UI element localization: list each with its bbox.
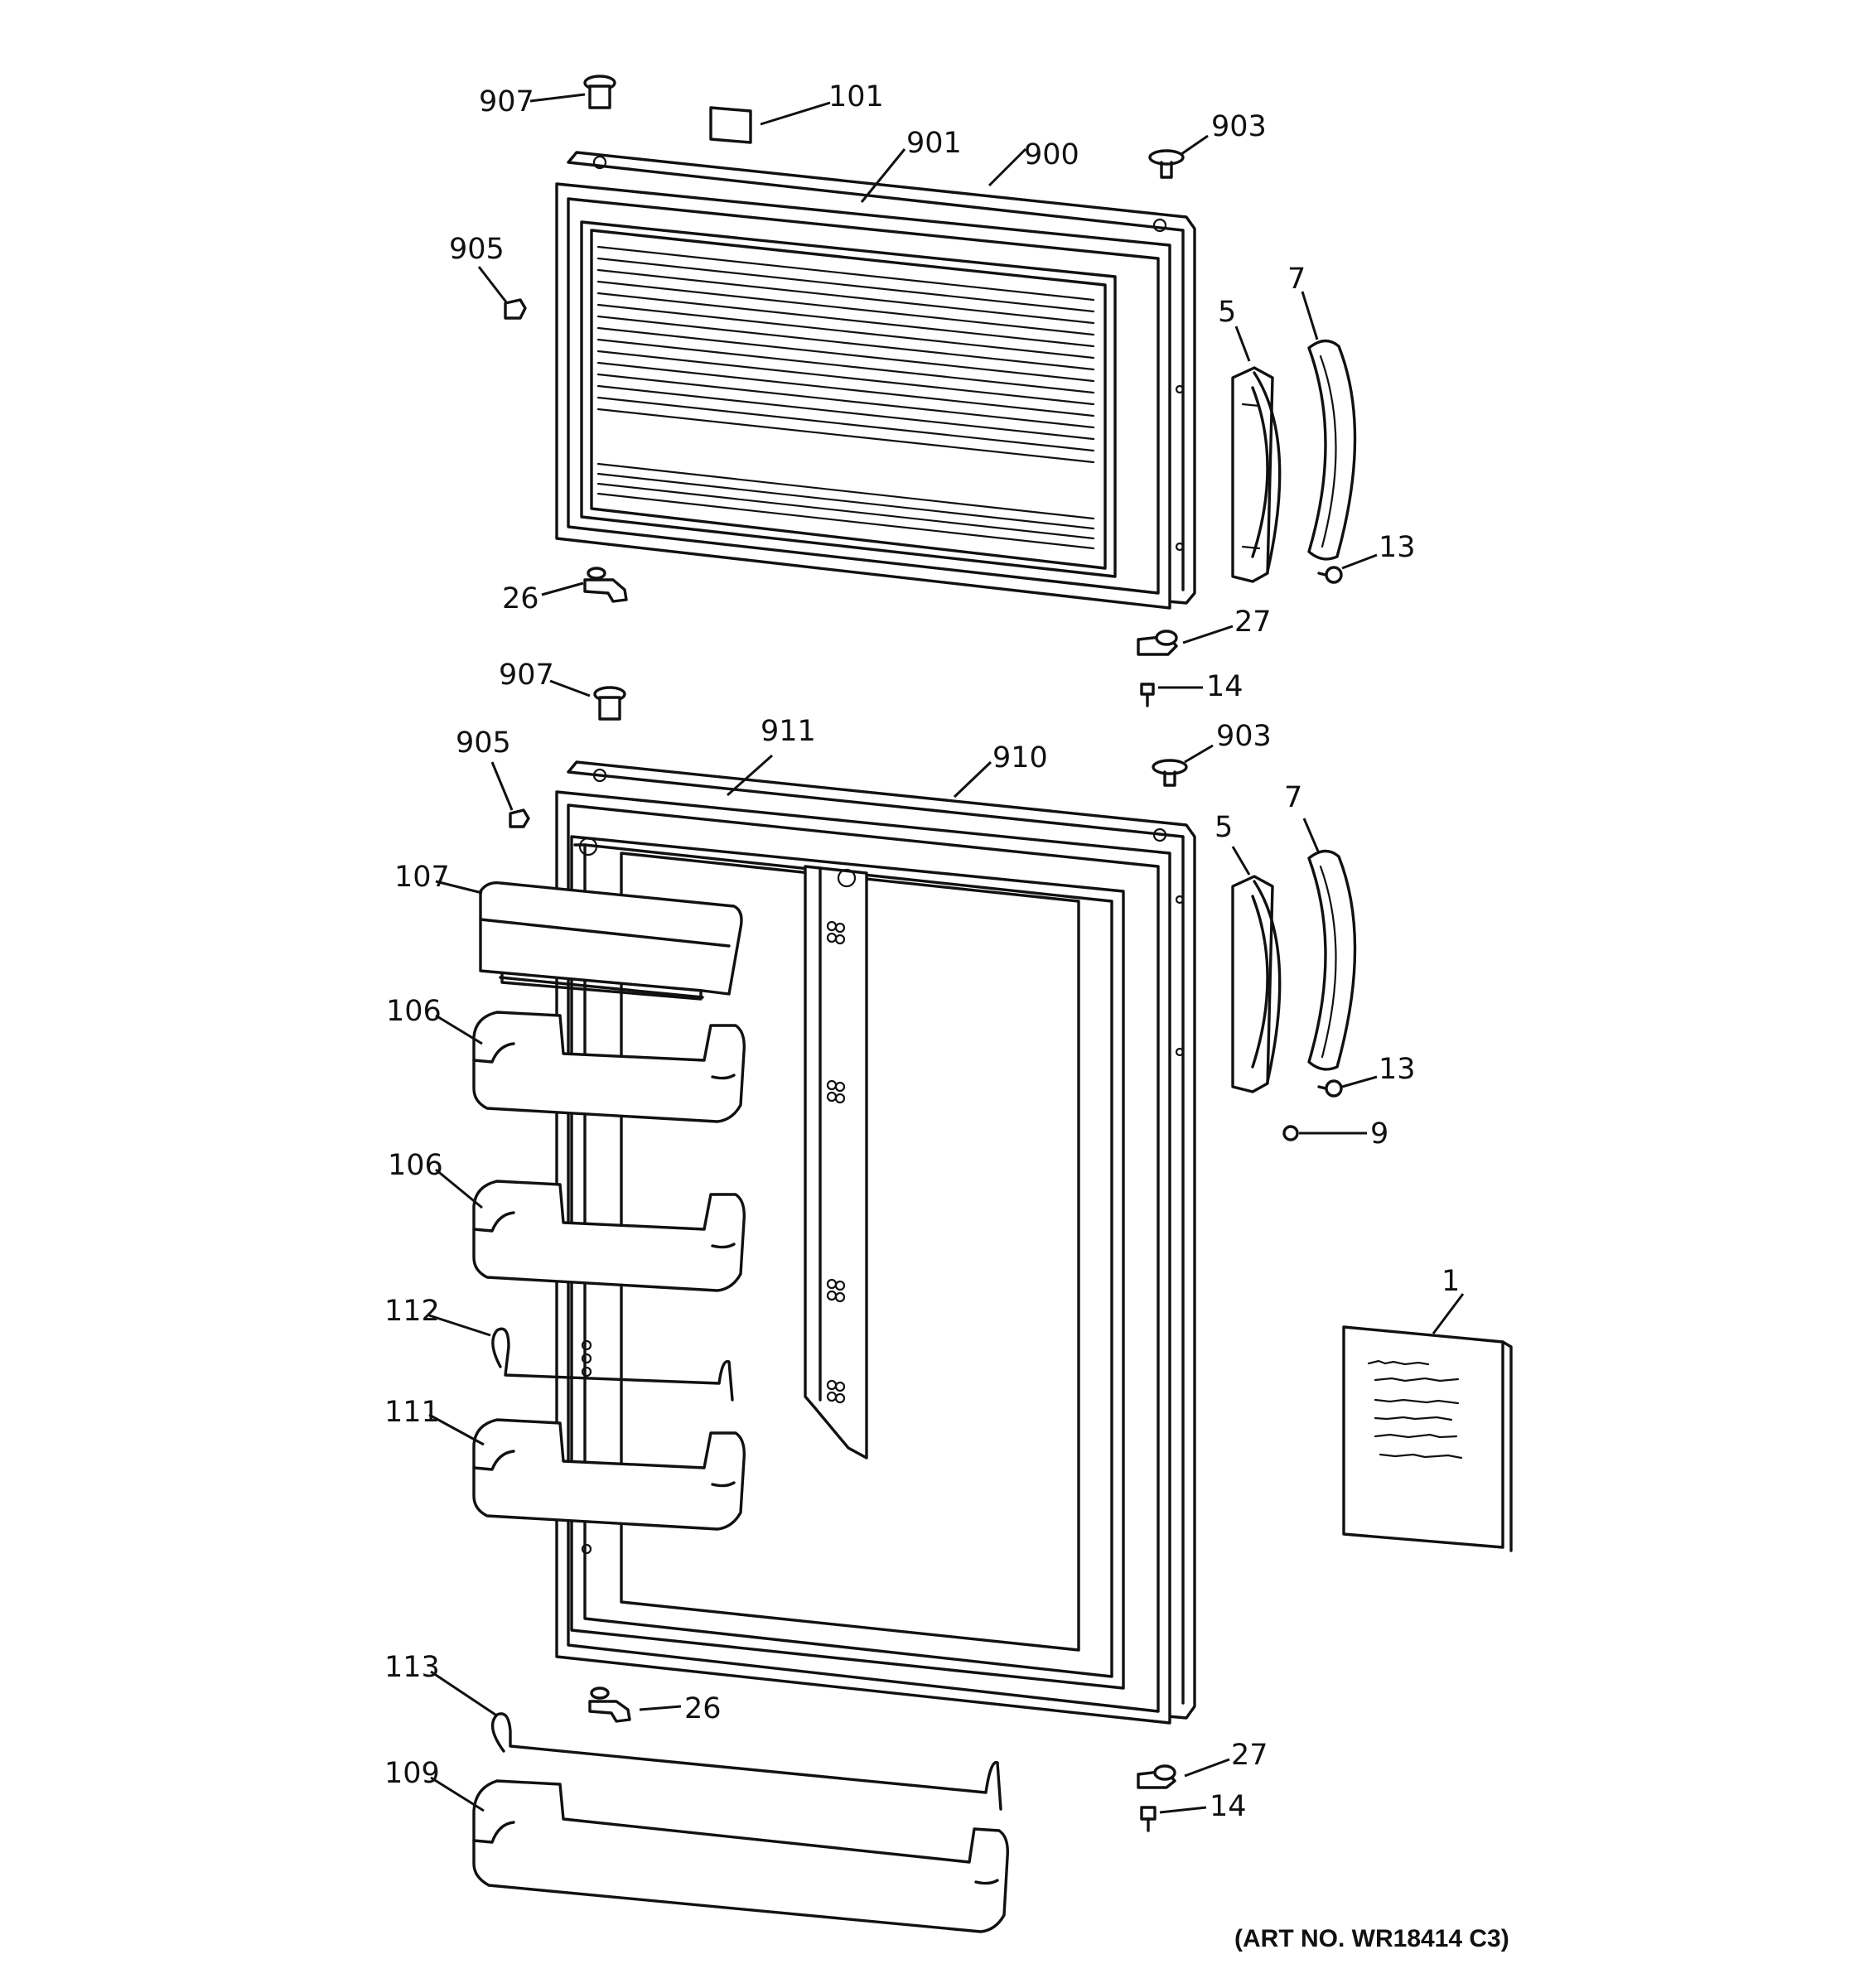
- part-101: [709, 106, 752, 144]
- door-bin-106-bottom: [472, 1180, 746, 1292]
- hinge-26-upper: [583, 567, 628, 603]
- handle-mount-5-lower: [1231, 875, 1282, 1093]
- callout-911: 911: [761, 715, 816, 748]
- hinge-27-lower: [1137, 1764, 1176, 1789]
- callout-7-upper: 7: [1287, 263, 1306, 296]
- hinge-plug-907-lower: [593, 686, 626, 721]
- hinge-26-lower: [588, 1686, 631, 1723]
- callout-9: 9: [1370, 1117, 1388, 1151]
- callout-112: 112: [384, 1295, 440, 1328]
- callout-910: 910: [992, 741, 1048, 774]
- plug-905-lower: [509, 808, 530, 828]
- leader-lines: [428, 93, 1465, 1814]
- art-number: (ART NO. WR18414 C3): [1234, 1925, 1509, 1952]
- screw-14-upper: [1140, 683, 1155, 707]
- plug-903-upper: [1148, 149, 1185, 179]
- part-9: [1282, 1125, 1299, 1141]
- screw-13-lower: [1317, 1079, 1343, 1098]
- freezer-door: [555, 151, 1196, 610]
- literature-1: [1342, 1325, 1513, 1552]
- callout-26-upper: 26: [502, 582, 539, 615]
- plug-905-upper: [504, 298, 527, 320]
- callout-101: 101: [828, 80, 884, 113]
- handle-mount-5-upper: [1231, 366, 1282, 583]
- callout-1: 1: [1441, 1265, 1460, 1298]
- callout-903-upper: 903: [1211, 110, 1267, 143]
- callout-labels: 907 101 901 900 903 905 5 7 13 26 27 14 …: [384, 80, 1460, 1823]
- callout-27-upper: 27: [1234, 606, 1272, 639]
- callout-107: 107: [394, 861, 450, 894]
- screw-13-upper: [1317, 566, 1343, 584]
- callout-26-lower: 26: [684, 1692, 722, 1725]
- hinge-27-upper: [1137, 630, 1178, 656]
- door-bin-111: [472, 1418, 746, 1531]
- callout-13-upper: 13: [1379, 531, 1416, 564]
- dairy-compartment-107: [479, 881, 743, 1001]
- handle-7-upper: [1307, 339, 1357, 561]
- callout-106-bottom: 106: [388, 1149, 443, 1182]
- callout-111: 111: [384, 1396, 440, 1429]
- callout-14-upper: 14: [1206, 670, 1243, 703]
- callout-907-lower: 907: [499, 659, 554, 692]
- handle-7-lower: [1307, 849, 1357, 1071]
- callout-5-lower: 5: [1214, 811, 1233, 844]
- bin-bar-112: [491, 1327, 734, 1402]
- callout-5-upper: 5: [1218, 296, 1236, 329]
- door-bin-109: [472, 1779, 1009, 1933]
- bin-bar-113: [490, 1712, 1002, 1811]
- callout-7-lower: 7: [1284, 781, 1302, 814]
- callout-901: 901: [906, 127, 962, 160]
- screw-14-lower: [1140, 1806, 1157, 1832]
- callout-903-lower: 903: [1216, 720, 1272, 753]
- callout-14-lower: 14: [1210, 1790, 1247, 1823]
- plug-903-lower: [1152, 759, 1188, 787]
- hinge-plug-907-upper: [583, 75, 616, 109]
- callout-106-top: 106: [386, 995, 442, 1028]
- callout-907-upper: 907: [479, 85, 534, 118]
- callout-109: 109: [384, 1757, 440, 1790]
- callout-900: 900: [1024, 138, 1079, 171]
- callout-27-lower: 27: [1231, 1739, 1268, 1772]
- door-bin-106-top: [472, 1011, 746, 1123]
- callout-905-lower: 905: [456, 726, 511, 760]
- callout-13-lower: 13: [1379, 1053, 1416, 1086]
- callout-905-upper: 905: [449, 233, 505, 266]
- callout-113: 113: [384, 1651, 440, 1684]
